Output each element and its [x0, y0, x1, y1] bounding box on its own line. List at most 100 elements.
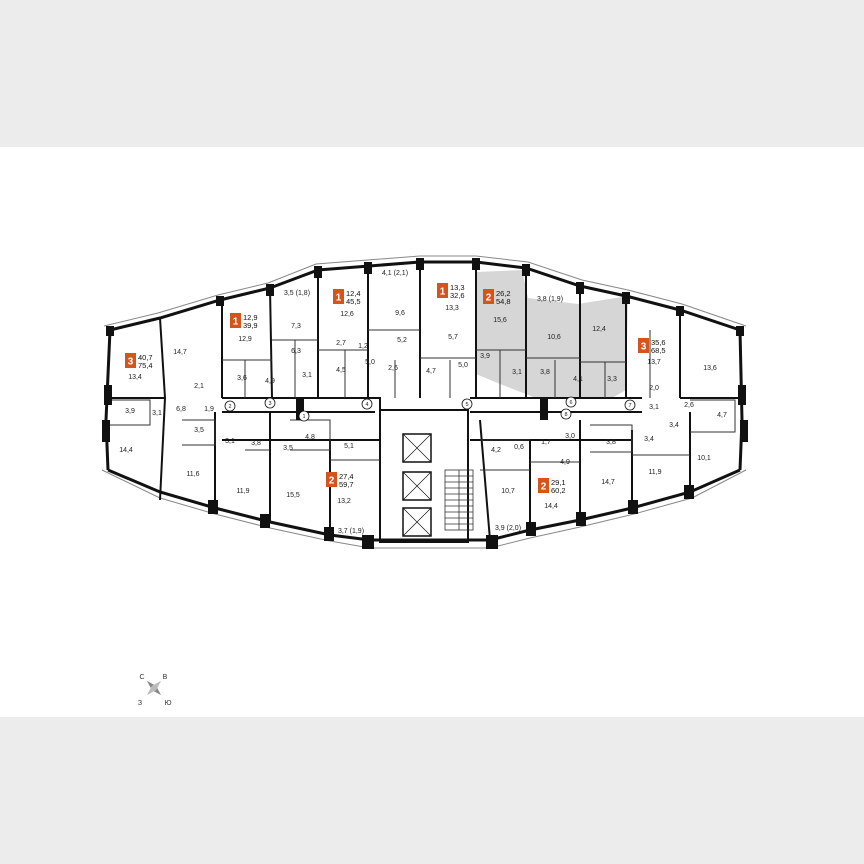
total-area: 45,5	[346, 297, 361, 306]
room-area-label: 13,4	[128, 374, 142, 381]
room-area-label: 13,6	[703, 365, 717, 372]
apartment-badge[interactable]: 2 29,1 60,2	[538, 478, 566, 495]
room-area-label: 4,8	[305, 434, 315, 441]
rooms-count-badge	[437, 283, 448, 298]
room-area-label: 3,6	[237, 375, 247, 382]
total-area: 68,5	[651, 346, 666, 355]
room-area-label: 4,1	[573, 376, 583, 383]
total-area: 32,6	[450, 291, 465, 300]
room-area-label: 1,7	[541, 439, 551, 446]
total-area: 75,4	[138, 361, 153, 370]
room-area-label: 10,6	[547, 334, 561, 341]
compass-east: В	[163, 674, 168, 681]
door-marker: 3	[264, 397, 276, 409]
room-area-label: 13,3	[445, 305, 459, 312]
living-area: 12,9	[243, 313, 258, 322]
room-area-label: 5,2	[397, 337, 407, 344]
door-marker: 8	[560, 408, 572, 420]
svg-text:8: 8	[564, 412, 567, 418]
total-area: 60,2	[551, 486, 566, 495]
living-area: 40,7	[138, 353, 153, 362]
room-area-label: 3,1	[152, 410, 162, 417]
room-area-label: 3,1	[302, 372, 312, 379]
room-area-label: 13,2	[337, 498, 351, 505]
room-area-label: 5,1	[344, 443, 354, 450]
room-area-label: 12,6	[340, 311, 354, 318]
apartment-badge[interactable]: 2 27,4 59,7	[326, 472, 354, 489]
room-area-label: 4,5	[336, 367, 346, 374]
room-area-label: 14,4	[544, 503, 558, 510]
room-area-label: 3,8	[251, 440, 261, 447]
room-area-label: 3,1	[512, 369, 522, 376]
apartment-badge[interactable]: 1 12,4 45,5	[333, 289, 361, 306]
exterior-window-lines	[101, 255, 747, 549]
svg-text:3: 3	[641, 342, 647, 353]
door-marker: 7	[624, 399, 636, 411]
svg-text:3: 3	[268, 401, 271, 407]
living-area: 26,2	[496, 289, 511, 298]
svg-text:2: 2	[329, 476, 335, 487]
apartment-badge[interactable]: 1 13,3 32,6	[437, 283, 465, 300]
total-area: 54,8	[496, 297, 511, 306]
interior-walls	[110, 329, 736, 471]
room-area-label: 9,6	[395, 310, 405, 317]
svg-text:5: 5	[465, 402, 468, 408]
rooms-count-badge	[483, 289, 494, 304]
room-area-label: 5,0	[458, 362, 468, 369]
apartment-badge[interactable]: 3 35,6 68,5	[638, 338, 666, 355]
room-area-label: 15,5	[286, 492, 300, 499]
door-marker: 6	[565, 396, 577, 408]
room-area-label: 6,8	[176, 406, 186, 413]
room-area-label: 12,9	[238, 336, 252, 343]
rooms-count-badge	[638, 338, 649, 353]
room-area-label: 3,3	[607, 376, 617, 383]
room-area-label: 5,7	[448, 334, 458, 341]
exterior-walls	[104, 260, 744, 542]
svg-text:4: 4	[365, 402, 368, 408]
total-area: 39,9	[243, 321, 258, 330]
room-area-label: 3,8	[606, 439, 616, 446]
highlighted-apartment	[476, 270, 628, 398]
room-area-label: 1,9	[204, 406, 214, 413]
rooms-count-badge	[326, 472, 337, 487]
door-marker: 5	[461, 398, 473, 410]
svg-text:6: 6	[569, 400, 572, 406]
room-area-label: 2,7	[336, 340, 346, 347]
svg-text:3: 3	[128, 357, 134, 368]
room-area-label: 10,1	[697, 455, 711, 462]
room-area-label: 11,6	[186, 471, 199, 478]
room-area-label: 14,4	[119, 447, 133, 454]
room-area-label: 3,9 (2,0)	[495, 525, 521, 532]
room-area-label: 3,9	[125, 408, 135, 415]
room-area-label: 3,1	[225, 438, 235, 445]
room-area-label: 10,7	[501, 488, 515, 495]
room-area-label: 12,4	[592, 326, 606, 333]
apartment-badge[interactable]: 2 26,2 54,8	[483, 289, 511, 306]
living-area: 35,6	[651, 338, 666, 347]
room-area-label: 2,6	[388, 365, 398, 372]
lift-shafts	[402, 433, 432, 537]
room-area-label: 2,1	[194, 383, 204, 390]
room-area-label: 4,9	[560, 459, 570, 466]
door-numbers: 2 3 1 4 5 6 7 8	[224, 396, 636, 422]
room-area-label: 3,1	[649, 404, 659, 411]
wall-piers	[102, 258, 748, 549]
room-area-label: 3,4	[644, 436, 654, 443]
svg-text:2: 2	[486, 293, 492, 304]
room-area-label: 3,5	[283, 445, 293, 452]
rooms-count-badge	[538, 478, 549, 493]
room-area-label: 3,5 (1,8)	[284, 290, 310, 297]
apartment-badges[interactable]: 1 12,9 39,9 1 12,4 45,5 1 13,3 32,6 2 26…	[125, 283, 666, 495]
room-labels: 3,5 (1,8) 4,1 (2,1) 3,8 (1,9) 7,3 12,9 6…	[119, 270, 727, 535]
room-area-label: 13,7	[647, 359, 661, 366]
apartment-badge[interactable]: 3 40,7 75,4	[125, 353, 153, 370]
rooms-count-badge	[333, 289, 344, 304]
apartment-badge[interactable]: 1 12,9 39,9	[230, 313, 258, 330]
room-area-label: 3,8	[540, 369, 550, 376]
svg-text:1: 1	[440, 287, 446, 298]
room-area-label: 14,7	[173, 349, 187, 356]
room-area-label: 6,3	[291, 348, 301, 355]
svg-text:7: 7	[628, 403, 631, 409]
room-area-label: 11,9	[236, 488, 249, 495]
partition-walls	[110, 262, 740, 541]
